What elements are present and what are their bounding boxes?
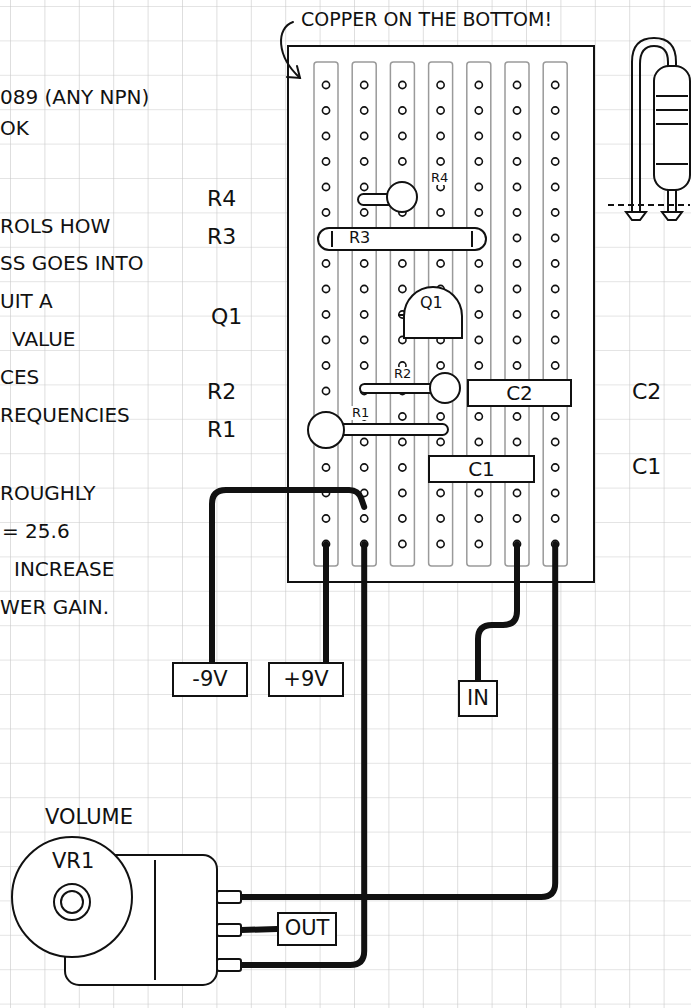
note-text: REQUENCIES — [0, 404, 130, 426]
note-text: SS GOES INTO — [0, 252, 144, 274]
board-part-label: R2 — [393, 367, 412, 381]
stripboard: COPPER ON THE BOTTOM!C2C1 — [287, 45, 595, 583]
note-text: 089 (ANY NPN) — [0, 86, 149, 108]
box-text: -9V — [192, 668, 227, 691]
board-ground — [287, 45, 595, 583]
terminal-box: +9V — [268, 662, 344, 697]
part-label: C2 — [632, 380, 661, 404]
q1-transistor-symbol — [398, 287, 462, 338]
control-name: VOLUME — [45, 806, 133, 829]
wire — [241, 929, 277, 930]
wire — [241, 544, 555, 897]
wire — [323, 544, 329, 662]
r1-resistor-symbol — [308, 412, 448, 448]
terminal-box: -9V — [172, 662, 248, 697]
note-text: = 25.6 — [2, 520, 70, 542]
capacitor-box: C2 — [467, 379, 572, 407]
potentiometer: VOLUME VR1 — [5, 800, 245, 990]
r4-resistor-symbol — [358, 182, 417, 212]
note-text: CES — [0, 366, 39, 388]
terminal-box: IN — [458, 680, 498, 717]
part-label: C1 — [632, 455, 661, 479]
wire — [241, 544, 364, 965]
part-name: VR1 — [52, 850, 94, 873]
board-holes — [322, 81, 558, 547]
heading-arrow — [281, 22, 300, 78]
part-label: R4 — [207, 187, 236, 211]
board-heading: COPPER ON THE BOTTOM! — [301, 9, 552, 30]
part-label: R3 — [207, 225, 236, 249]
box-text: C2 — [506, 382, 533, 404]
standing-resistor-illustration — [608, 38, 690, 220]
terminal-box: OUT — [277, 912, 337, 946]
box-text: C1 — [468, 458, 495, 480]
note-text: ROUGHLY — [0, 482, 96, 504]
part-label: Q1 — [211, 305, 242, 329]
board-part-label: Q1 — [420, 294, 443, 312]
note-text: UIT A — [0, 290, 53, 312]
wire — [478, 544, 517, 680]
note-text: OK — [0, 117, 29, 139]
note-text: INCREASE — [14, 558, 114, 580]
note-text: ROLS HOW — [0, 215, 110, 237]
note-text: WER GAIN. — [0, 596, 109, 618]
board-part-label: R1 — [351, 406, 370, 420]
note-text: VALUE — [12, 328, 76, 350]
board-part-label: R3 — [349, 229, 370, 247]
board-part-label: R4 — [430, 171, 449, 185]
box-text: +9V — [283, 668, 328, 691]
part-label: R2 — [207, 380, 236, 404]
r3-resistor-symbol — [318, 228, 486, 250]
box-text: OUT — [285, 917, 330, 940]
capacitor-box: C1 — [428, 455, 535, 483]
part-label: R1 — [207, 418, 236, 442]
box-text: IN — [467, 687, 489, 710]
